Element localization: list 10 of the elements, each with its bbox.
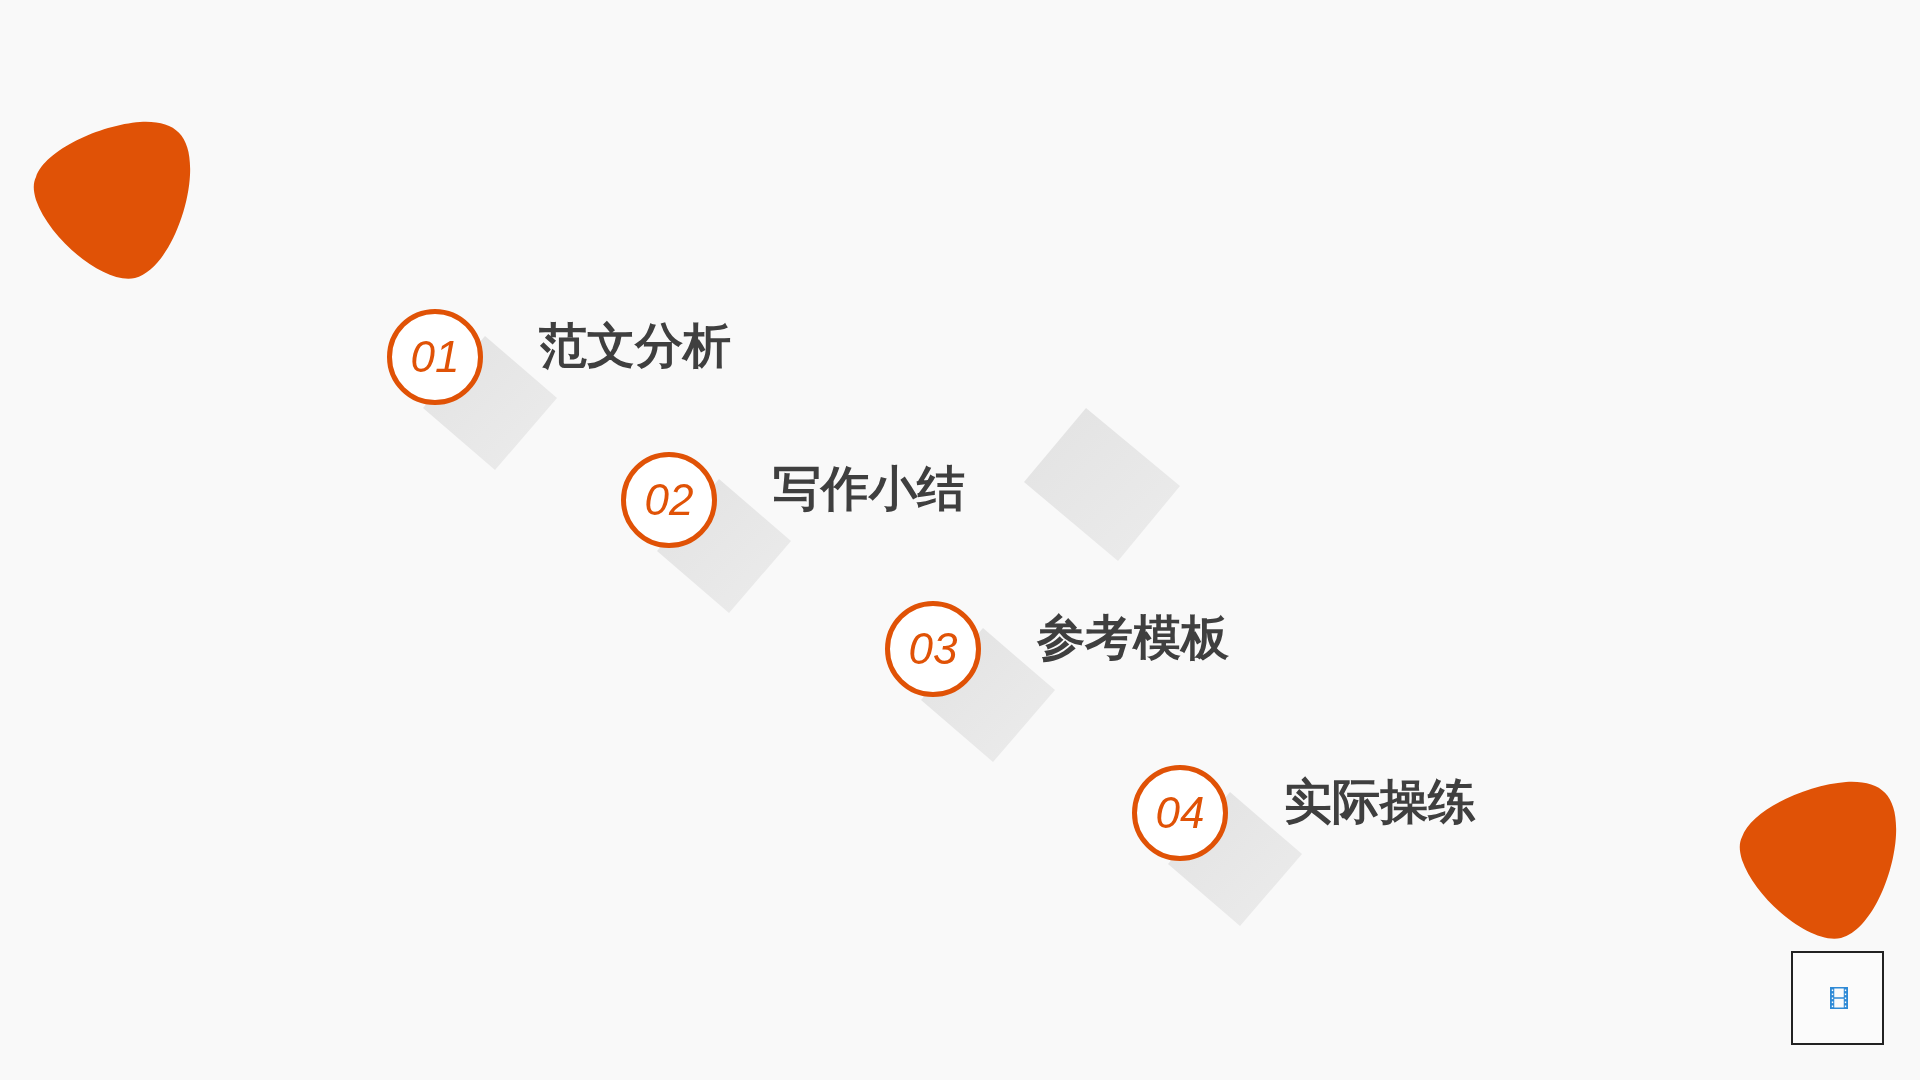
- number-circle: 02: [621, 452, 717, 548]
- section-title: 写作小结: [773, 464, 965, 512]
- blob-shape: [33, 121, 191, 279]
- number-circle: 01: [387, 309, 483, 405]
- section-title: 实际操练: [1284, 777, 1476, 825]
- number-circle: 03: [885, 601, 981, 697]
- section-title: 范文分析: [539, 321, 731, 369]
- number-circle: 04: [1132, 765, 1228, 861]
- blob-shape: [1739, 781, 1897, 939]
- section-title: 参考模板: [1037, 613, 1229, 661]
